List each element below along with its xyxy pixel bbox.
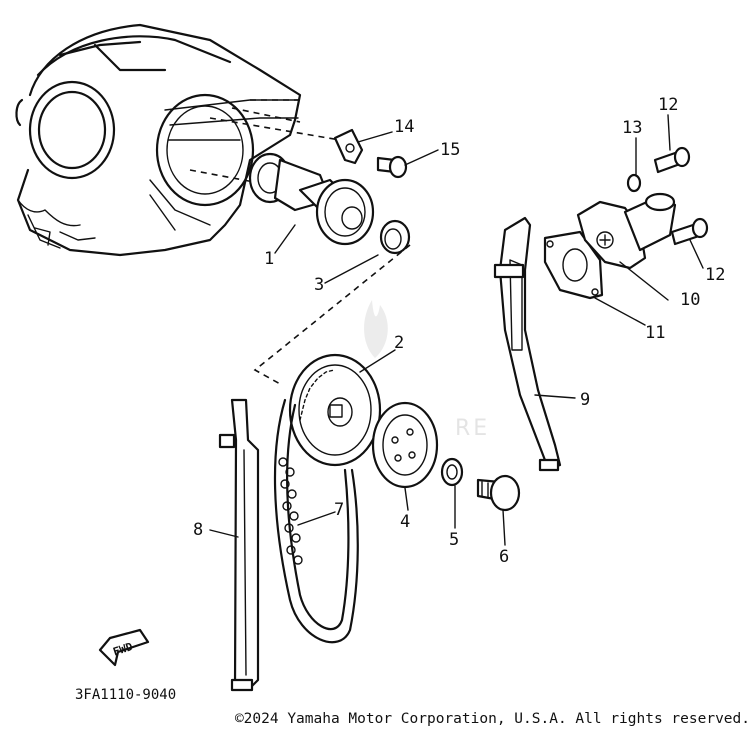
callout-labels: 1 2 3 4 5 6 7 8 9 10 11 12 12 13 14 15 — [193, 95, 725, 567]
bolt-12-lower — [670, 217, 709, 246]
chain-guide-8 — [218, 398, 260, 692]
callout-8: 8 — [193, 520, 203, 540]
washer-5 — [440, 457, 464, 487]
callout-1: 1 — [264, 249, 274, 269]
callout-10: 10 — [680, 290, 700, 310]
callout-6: 6 — [499, 547, 509, 567]
callout-3: 3 — [314, 275, 324, 295]
washer-3 — [379, 219, 411, 255]
watermark: RE — [364, 300, 490, 441]
cam-chain — [273, 398, 359, 644]
callout-12-lower: 12 — [705, 265, 725, 285]
callout-15: 15 — [440, 140, 460, 160]
tensioner-assembly-10 — [576, 192, 677, 270]
bolt-15 — [376, 155, 408, 179]
cam-sprocket — [288, 353, 382, 467]
tensioner-guide-9 — [493, 216, 562, 472]
chain-links — [278, 457, 303, 565]
dashed-leaders-sprocket — [253, 244, 411, 386]
callout-12-upper: 12 — [658, 95, 678, 115]
callout-7: 7 — [334, 500, 344, 520]
fwd-arrow: FWD — [98, 628, 150, 667]
callout-2: 2 — [394, 333, 404, 353]
callout-14: 14 — [394, 117, 414, 137]
bolt-12-upper — [653, 146, 691, 174]
camshaft — [248, 152, 375, 246]
callout-4: 4 — [400, 512, 410, 532]
sprocket-plate-4 — [371, 401, 439, 489]
bolt-6 — [476, 474, 521, 512]
callout-5: 5 — [449, 530, 459, 550]
washer-13 — [626, 173, 642, 193]
fwd-label: FWD — [111, 640, 134, 659]
callout-13: 13 — [622, 118, 642, 138]
callout-leaders — [209, 114, 704, 546]
diagram-code: 3FA1110-9040 — [75, 687, 176, 703]
lock-washer-14 — [333, 128, 364, 165]
callout-9: 9 — [580, 390, 590, 410]
watermark-text: RE — [455, 416, 490, 441]
cylinder-head — [15, 23, 302, 257]
copyright-notice: ©2024 Yamaha Motor Corporation, U.S.A. A… — [234, 711, 750, 727]
callout-11: 11 — [645, 323, 665, 343]
